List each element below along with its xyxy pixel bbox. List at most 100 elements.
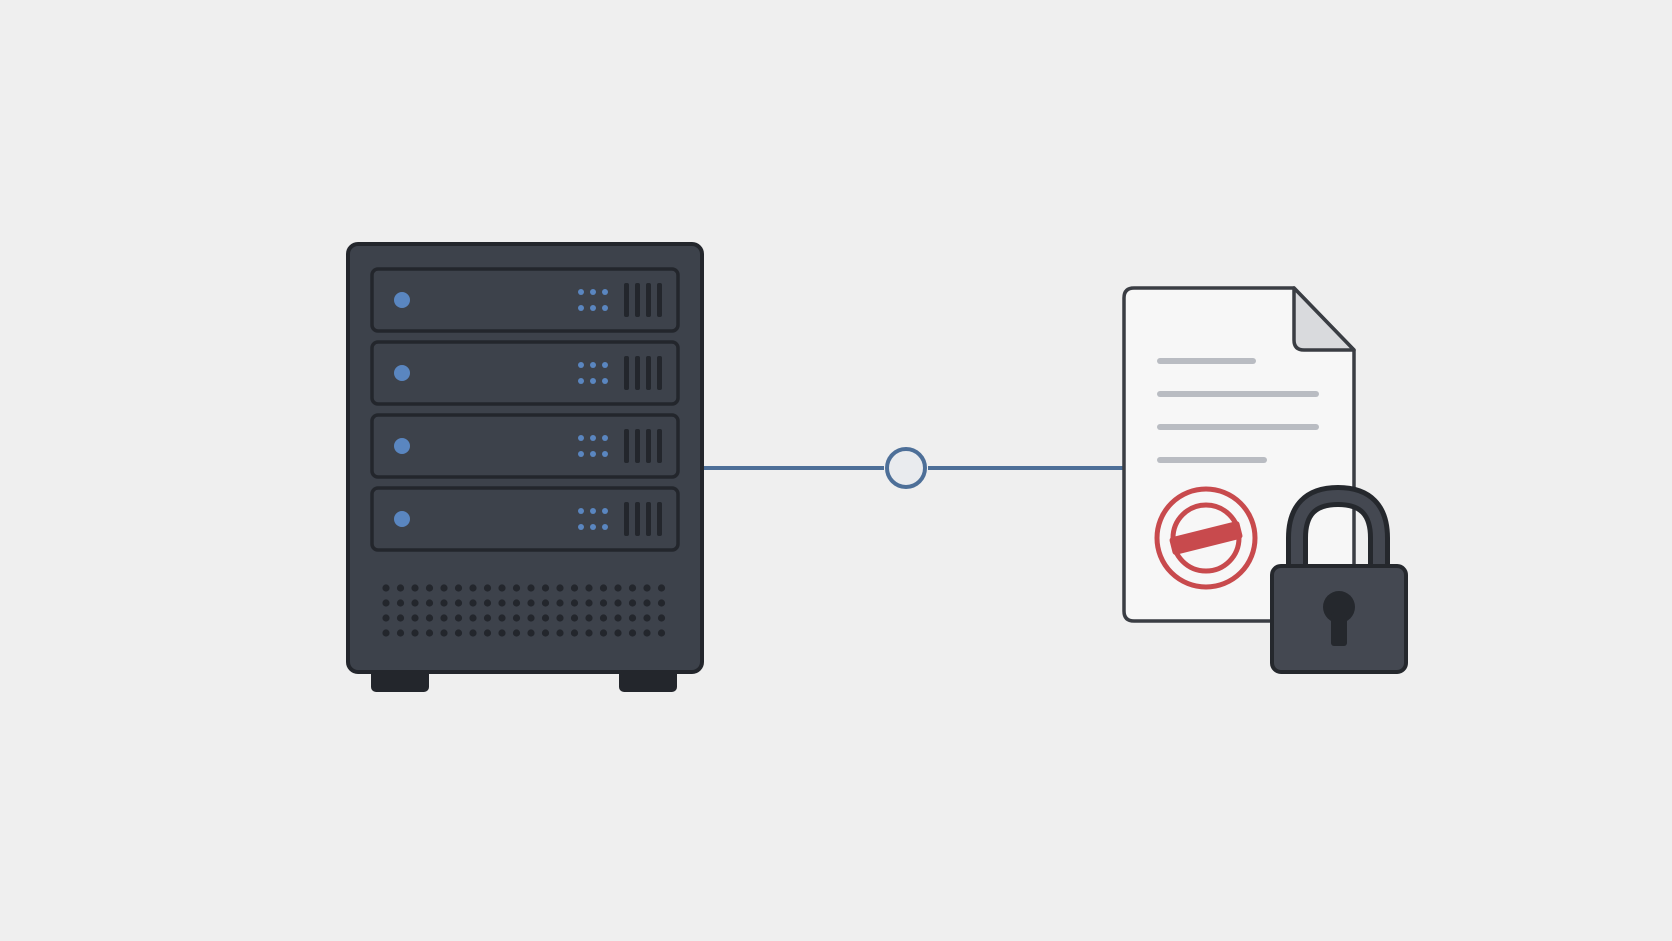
vent-grille <box>382 584 666 637</box>
vent-hole <box>454 584 463 592</box>
vent-hole <box>425 614 434 622</box>
vent-hole <box>599 599 608 607</box>
drive-slot <box>635 502 640 536</box>
vent-hole <box>382 584 390 592</box>
activity-dot <box>602 362 608 368</box>
vent-hole <box>657 629 666 637</box>
vent-hole <box>599 614 608 622</box>
vent-hole <box>382 614 390 622</box>
activity-dot <box>590 305 596 311</box>
vent-hole <box>454 614 463 622</box>
drive-bay <box>370 486 680 552</box>
vent-hole <box>425 629 434 637</box>
activity-dot <box>590 362 596 368</box>
vent-hole <box>585 599 593 607</box>
vent-hole <box>483 629 492 637</box>
vent-hole <box>599 629 608 637</box>
drive-slots <box>624 502 662 536</box>
vent-hole <box>643 629 651 637</box>
vent-hole <box>527 629 535 637</box>
vent-hole <box>527 614 535 622</box>
drive-bay-panel <box>370 267 680 333</box>
document-text-line <box>1157 358 1256 364</box>
activity-dot <box>578 305 584 311</box>
vent-hole <box>628 629 637 637</box>
vent-hole <box>483 614 492 622</box>
drive-activity-dots <box>578 289 608 311</box>
vent-hole <box>396 629 405 637</box>
document-fold-corner <box>1292 286 1356 352</box>
vent-hole <box>556 584 564 592</box>
drive-bay <box>370 340 680 406</box>
vent-hole <box>512 614 521 622</box>
activity-dot <box>578 435 584 441</box>
vent-hole <box>425 599 434 607</box>
vent-hole <box>469 584 477 592</box>
server-rack-icon <box>346 242 704 692</box>
activity-dot <box>578 524 584 530</box>
vent-hole <box>425 584 434 592</box>
vent-hole <box>454 599 463 607</box>
vent-hole <box>411 614 419 622</box>
vent-hole <box>628 599 637 607</box>
drive-bay-panel <box>370 340 680 406</box>
vent-hole <box>628 614 637 622</box>
drive-slot <box>624 283 629 317</box>
activity-dot <box>578 362 584 368</box>
drive-slots <box>624 356 662 390</box>
vent-hole <box>396 584 405 592</box>
vent-hole <box>614 584 622 592</box>
drive-slot <box>657 283 662 317</box>
drive-slot <box>624 502 629 536</box>
activity-dot <box>590 435 596 441</box>
activity-dot <box>602 524 608 530</box>
vent-hole <box>483 599 492 607</box>
drive-activity-dots <box>578 435 608 457</box>
activity-dot <box>578 508 584 514</box>
activity-dot <box>590 524 596 530</box>
drive-slot <box>635 429 640 463</box>
drive-bay <box>370 413 680 479</box>
activity-dot <box>578 451 584 457</box>
vent-hole <box>411 599 419 607</box>
activity-dot <box>602 305 608 311</box>
vent-hole <box>570 599 579 607</box>
vent-hole <box>382 629 390 637</box>
vent-hole <box>599 584 608 592</box>
vent-hole <box>469 629 477 637</box>
vent-hole <box>556 599 564 607</box>
drive-slot <box>624 356 629 390</box>
drive-status-led <box>394 438 410 454</box>
activity-dot <box>602 378 608 384</box>
drive-slots <box>624 283 662 317</box>
vent-hole <box>512 584 521 592</box>
padlock-keyhole-slot <box>1331 612 1347 646</box>
vent-hole <box>440 629 448 637</box>
vent-hole <box>483 584 492 592</box>
drive-status-led <box>394 511 410 527</box>
activity-dot <box>590 378 596 384</box>
vent-hole <box>440 584 448 592</box>
drive-slot <box>657 502 662 536</box>
drive-slot <box>657 356 662 390</box>
vent-hole <box>541 614 550 622</box>
vent-hole <box>643 599 651 607</box>
vent-hole <box>614 614 622 622</box>
drive-bay-panel <box>370 413 680 479</box>
vent-hole <box>570 584 579 592</box>
vent-hole <box>628 584 637 592</box>
vent-hole <box>541 629 550 637</box>
vent-hole <box>498 614 506 622</box>
drive-activity-dots <box>578 508 608 530</box>
drive-activity-dots <box>578 362 608 384</box>
vent-hole <box>556 614 564 622</box>
vent-hole <box>614 599 622 607</box>
drive-status-led <box>394 292 410 308</box>
stamp-outer-ring <box>1154 486 1258 590</box>
activity-dot <box>602 508 608 514</box>
vent-hole <box>440 614 448 622</box>
drive-slot <box>635 283 640 317</box>
drive-bay-panel <box>370 486 680 552</box>
drive-slot <box>646 283 651 317</box>
